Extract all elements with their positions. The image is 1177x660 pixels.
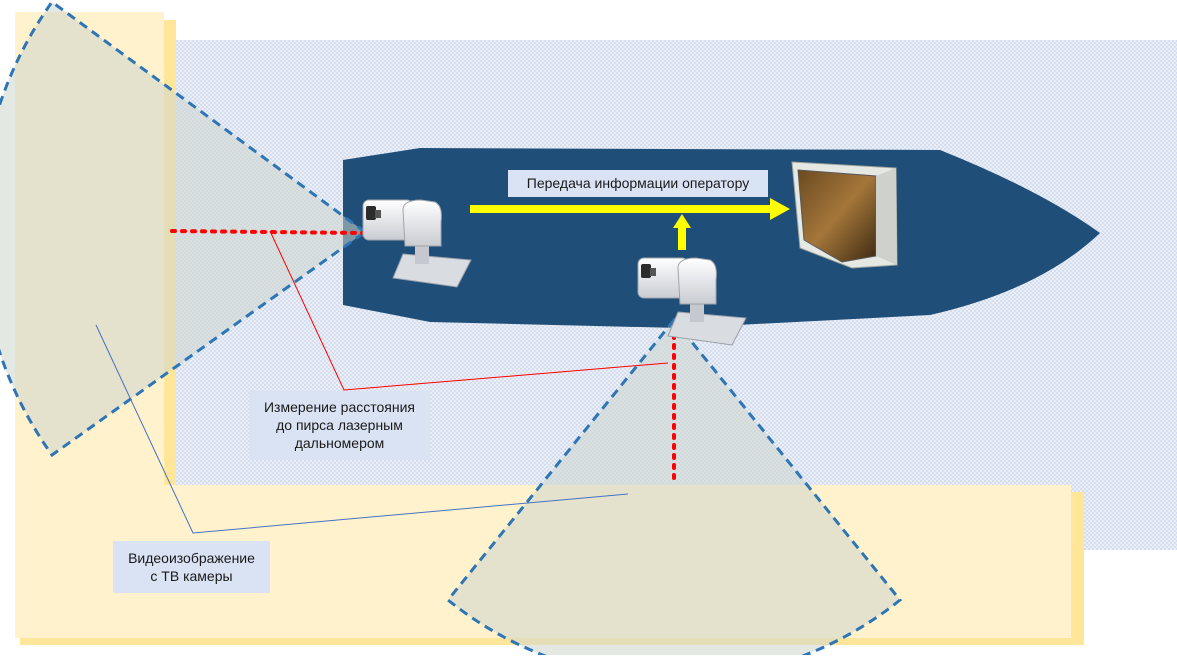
laser-beam-left [170,229,367,235]
monitor-icon [791,161,898,269]
video-label-line1: Видеоизображение [128,550,255,566]
video-feed-label: Видеоизображение с ТВ камеры [113,541,270,593]
fov-sector-bottom [445,317,903,660]
transfer-arrow [470,198,790,250]
transfer-label: Передача информации оператору [508,170,768,197]
camera-icon [637,257,747,346]
camera-icon [362,199,472,288]
laser-label-line2: до пирса лазерным [276,417,403,433]
video-callout-line [95,324,629,534]
laser-callout-line [269,230,669,391]
fov-sector-left [0,0,368,458]
video-label-line2: с ТВ камеры [150,568,233,584]
laser-label-line3: дальномером [294,435,385,451]
laser-measurement-label: Измерение расстояния до пирса лазерным д… [249,391,430,460]
transfer-label-text: Передача информации оператору [526,175,750,191]
laser-label-line1: Измерение расстояния [263,399,416,415]
